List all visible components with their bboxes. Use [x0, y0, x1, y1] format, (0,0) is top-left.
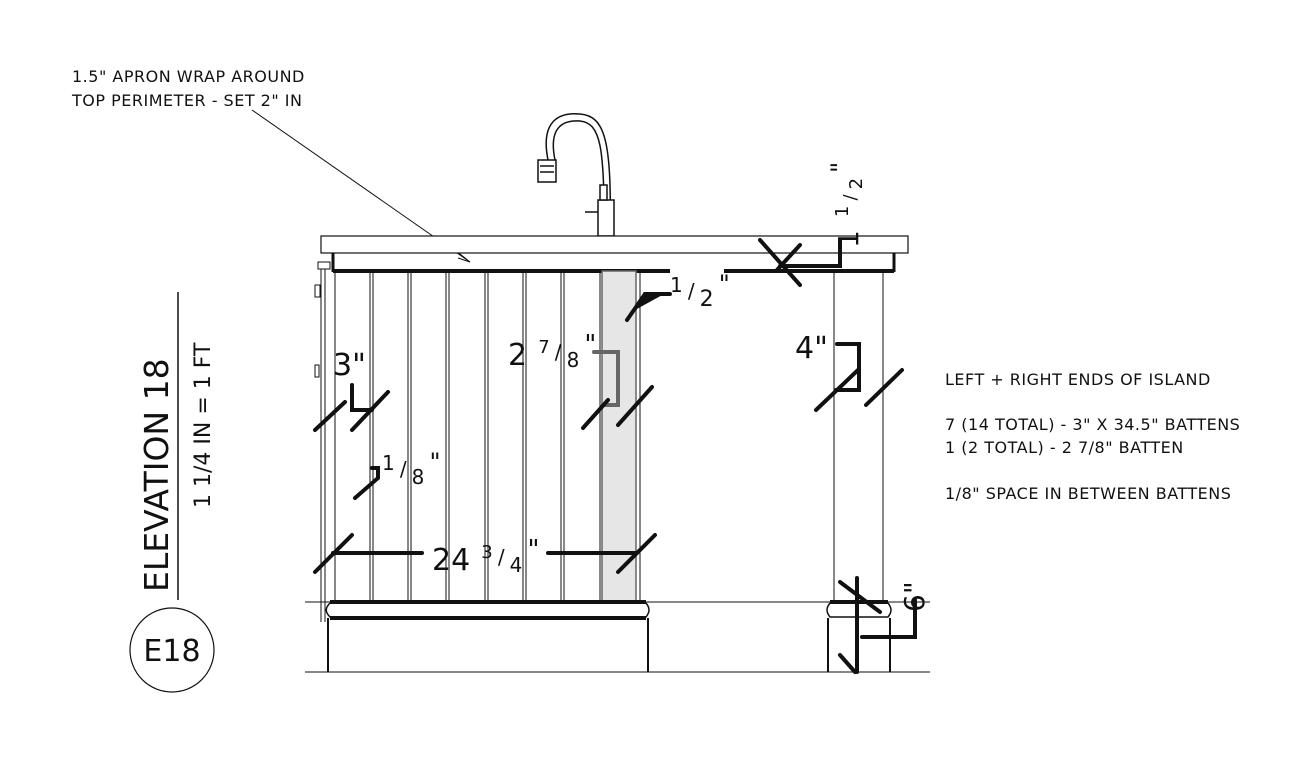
- callout-line-1: 1.5" APRON WRAP AROUND: [72, 67, 305, 86]
- note-heading: LEFT + RIGHT ENDS OF ISLAND: [945, 370, 1211, 389]
- dim-panel-width: 24 3 / 4 ": [432, 535, 539, 578]
- dim-base-height: 6": [898, 581, 931, 612]
- dim-reveal: 1 / 2 ": [670, 270, 730, 312]
- callout-line-2: TOP PERIMETER - SET 2" IN: [71, 91, 303, 110]
- note-battens: 7 (14 TOTAL) - 3" X 34.5" BATTENS: [945, 415, 1240, 434]
- apron: [331, 253, 896, 273]
- elevation-tag: E18: [143, 634, 200, 669]
- battens: [334, 272, 601, 602]
- faucet-icon: [537, 112, 615, 237]
- note-spacing: 1/8" SPACE IN BETWEEN BATTENS: [945, 484, 1231, 503]
- elevation-tag-circle: [129, 607, 215, 693]
- elevation-scale: 1 1/4 IN = 1 FT: [191, 342, 216, 508]
- note-end-batten: 1 (2 TOTAL) - 2 7/8" BATTEN: [945, 438, 1184, 457]
- dim-gap: 1 / 8 ": [382, 448, 441, 489]
- dimension-lines: [313, 238, 917, 674]
- dim-leg-width: 4": [795, 331, 828, 366]
- right-leg: [833, 272, 884, 602]
- dim-batten-width: 3": [333, 348, 366, 383]
- countertop: [320, 235, 909, 254]
- end-batten-highlight: [601, 270, 637, 604]
- dim-counter-thickness: 1 1 / 2 ": [826, 162, 867, 248]
- elevation-title: ELEVATION 18: [137, 358, 176, 592]
- dim-end-batten: 2 7 / 8 ": [508, 330, 596, 373]
- base-molding: [305, 600, 930, 673]
